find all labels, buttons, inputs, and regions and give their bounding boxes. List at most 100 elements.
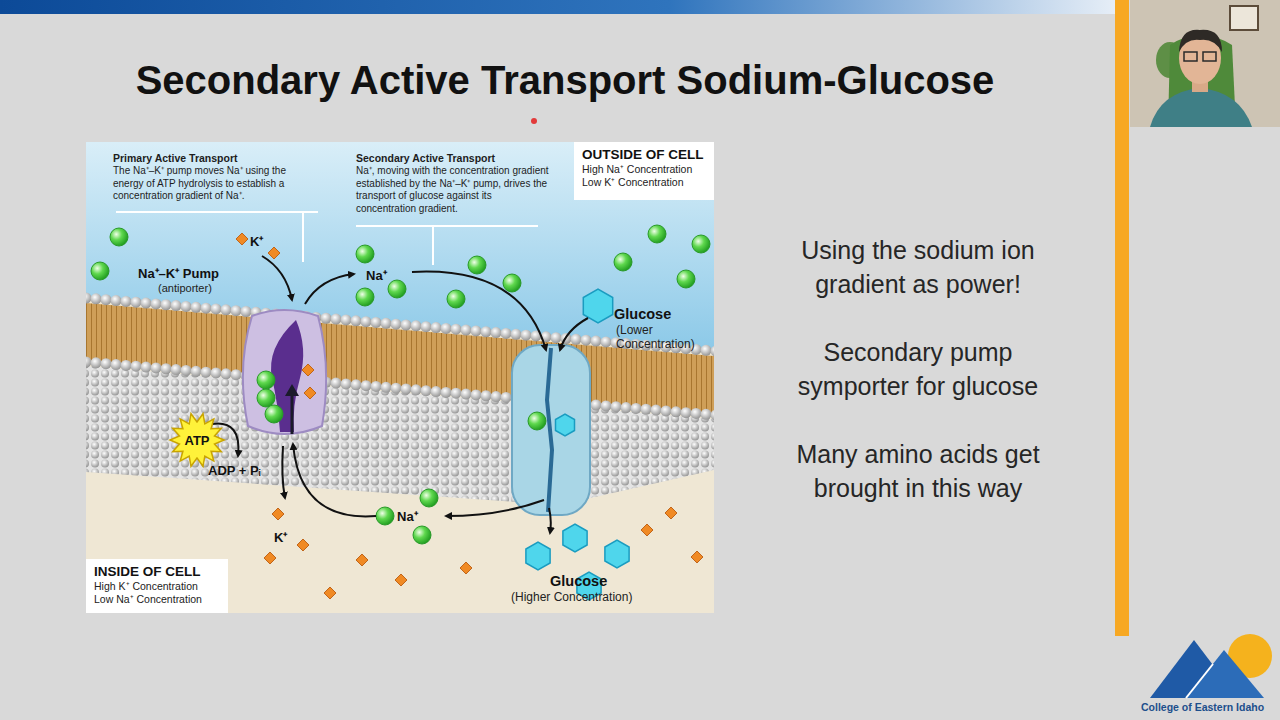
lipid-head — [151, 298, 162, 309]
lipid-head — [601, 336, 612, 347]
lipid-head — [711, 346, 715, 357]
concentration-note: (Lower Concentration) — [616, 323, 711, 351]
lipid-head — [621, 402, 632, 413]
starburst — [170, 414, 224, 467]
sodium-ion — [468, 256, 486, 274]
lipid-head — [471, 325, 482, 336]
lipid-head — [611, 401, 622, 412]
sodium-ion — [265, 405, 283, 423]
lipid-head — [341, 378, 352, 389]
lipid-head — [91, 357, 102, 368]
potassium-ion — [268, 247, 280, 259]
box-text: High Na⁺ Concentration — [582, 163, 714, 176]
molecules — [91, 225, 710, 600]
lipid-head — [481, 390, 492, 401]
logo-text: College of Eastern Idaho — [1141, 701, 1264, 713]
lipid-head — [221, 304, 232, 315]
inside-box: INSIDE OF CELLHigh K⁺ ConcentrationLow N… — [86, 559, 228, 613]
lipid-head — [671, 406, 682, 417]
lipid-head — [411, 384, 422, 395]
flow-arrow — [412, 272, 546, 350]
flow-arrow — [560, 318, 588, 350]
flow-arrow — [549, 508, 551, 533]
lipid-head — [701, 409, 712, 420]
lipid-head — [681, 407, 692, 418]
sodium-ion — [677, 270, 695, 288]
box-heading: INSIDE OF CELL — [94, 564, 228, 580]
ion-label: Na⁺ — [366, 266, 387, 284]
lipid-head — [491, 327, 502, 338]
lipid-head — [471, 389, 482, 400]
lipid-head — [351, 379, 362, 390]
pump-label: Na⁺–K⁺ Pump — [138, 264, 219, 282]
bracket-line — [302, 212, 304, 262]
flow-arrows — [212, 256, 588, 533]
lipid-head — [171, 364, 182, 375]
section-text: Na⁺, moving with the concentration gradi… — [356, 165, 552, 215]
shirt — [1150, 88, 1252, 127]
lipid-head — [701, 345, 712, 356]
lipid-head — [231, 369, 242, 380]
sodium-ion — [648, 225, 666, 243]
lipid-head — [491, 391, 502, 402]
lipid-head — [601, 400, 612, 411]
concentration-note: (Higher Concentration) — [511, 590, 632, 604]
sodium-ion — [356, 245, 374, 263]
lipid-head — [131, 297, 142, 308]
sodium-ion — [257, 371, 275, 389]
lipid-head — [631, 403, 642, 414]
lipid-head — [331, 314, 342, 325]
lipid-head — [381, 382, 392, 393]
lipid-head — [641, 404, 652, 415]
pump-body — [243, 310, 326, 434]
lipid-head — [381, 318, 392, 329]
lipid-head — [461, 325, 472, 336]
lipid-head — [231, 305, 242, 316]
lipid-head — [511, 329, 522, 340]
glucose-label: Glucose — [614, 306, 671, 322]
potassium-ion — [665, 507, 677, 519]
slide-title: Secondary Active Transport Sodium-Glucos… — [0, 58, 1130, 103]
lipid-head — [651, 405, 662, 416]
lipid-head — [191, 366, 202, 377]
lipid-head — [501, 328, 512, 339]
lipid-head — [411, 320, 422, 331]
sodium-ion — [91, 262, 109, 280]
lipid-head — [151, 362, 162, 373]
lipid-head — [361, 380, 372, 391]
potassium-ion — [324, 587, 336, 599]
sodium-ion — [447, 290, 465, 308]
sodium-ion — [376, 507, 394, 525]
lipid-head — [371, 317, 382, 328]
lipid-head — [181, 365, 192, 376]
lipid-head — [321, 313, 332, 324]
lipid-head — [101, 294, 112, 305]
glasses — [1203, 52, 1216, 61]
lipid-head — [111, 295, 122, 306]
potassium-ion — [395, 574, 407, 586]
glucose-molecule — [556, 414, 575, 436]
picture-frame — [1230, 6, 1258, 30]
lipid-head — [401, 320, 412, 331]
bullet-text: Many amino acids get brought in this way — [775, 437, 1061, 505]
diagram-picture — [86, 142, 714, 613]
lipid-head — [421, 385, 432, 396]
lipid-head — [331, 378, 342, 389]
glasses — [1184, 52, 1197, 61]
flow-arrow — [446, 500, 544, 516]
sodium-ion — [420, 489, 438, 507]
glucose-molecule — [526, 542, 550, 570]
sodium-ion — [257, 389, 275, 407]
potassium-ion — [356, 554, 368, 566]
lipid-head — [161, 363, 172, 374]
lipid-head — [201, 303, 212, 314]
lipid-head — [221, 368, 232, 379]
lipid-head — [241, 306, 252, 317]
sodium-ion — [614, 253, 632, 271]
lipid-head — [431, 386, 442, 397]
bullet-text: Using the sodium ion gradient as power! — [775, 233, 1061, 301]
lipid-head — [501, 392, 512, 403]
lipid-tails — [86, 303, 714, 415]
accent-bar — [1115, 0, 1129, 636]
lipid-head — [111, 359, 122, 370]
